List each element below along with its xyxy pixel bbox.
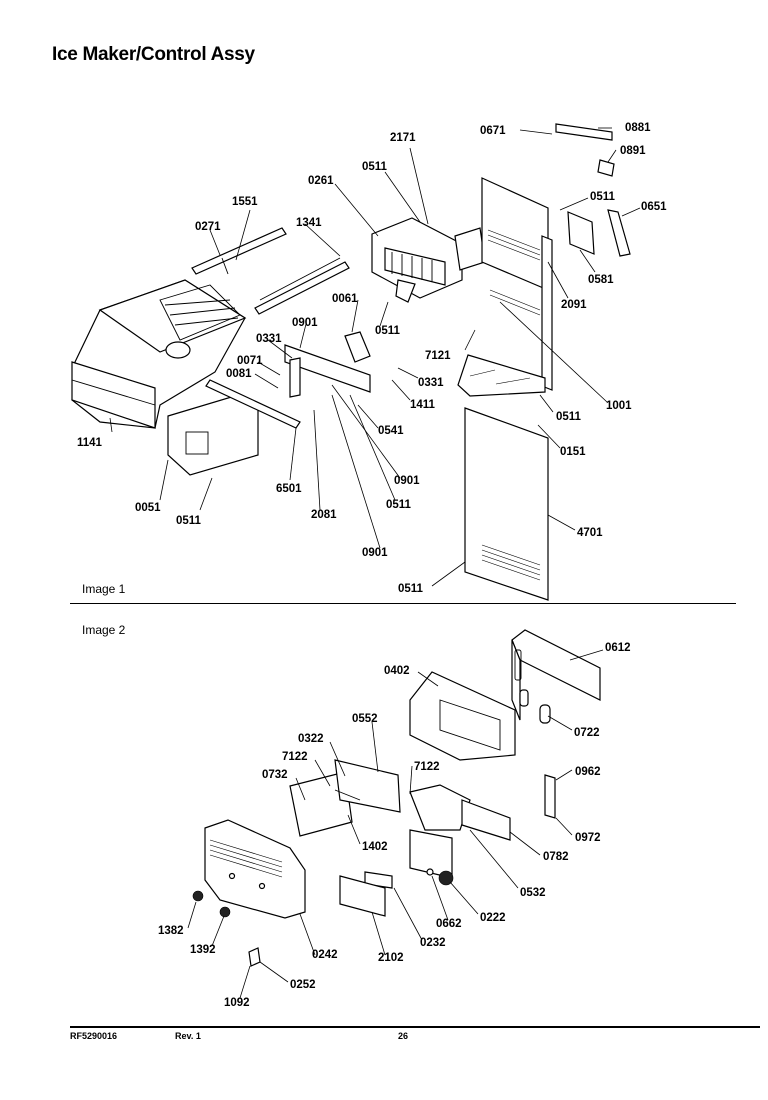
callout-0511-e: 0511 <box>386 499 412 511</box>
callout-0532: 0532 <box>520 887 546 899</box>
callout-0962: 0962 <box>575 766 601 778</box>
callout-2091: 2091 <box>561 299 587 311</box>
callout-7122-a: 7122 <box>282 751 308 763</box>
callout-0511-c: 0511 <box>375 325 401 337</box>
callout-0891: 0891 <box>620 145 646 157</box>
callout-4701: 4701 <box>577 527 603 539</box>
control-box <box>167 331 371 476</box>
leaders-image2 <box>187 649 604 999</box>
callout-0541: 0541 <box>378 425 404 437</box>
section-divider <box>70 603 736 604</box>
page-title: Ice Maker/Control Assy <box>52 44 255 65</box>
callout-0081: 0081 <box>226 368 252 380</box>
footer-rule <box>70 1026 760 1028</box>
callout-0782: 0782 <box>543 851 569 863</box>
callout-0552: 0552 <box>352 713 378 725</box>
dispenser-switch-assembly <box>289 759 511 917</box>
callout-0651: 0651 <box>641 201 667 213</box>
callout-1341: 1341 <box>296 217 322 229</box>
callout-0252: 0252 <box>290 979 316 991</box>
leaders-image1 <box>109 127 641 587</box>
callout-0612: 0612 <box>605 642 631 654</box>
callout-0511-b: 0511 <box>590 191 616 203</box>
callout-0322: 0322 <box>298 733 324 745</box>
callout-1382: 1382 <box>158 925 184 937</box>
ice-maker <box>371 217 486 303</box>
callout-0581: 0581 <box>588 274 614 286</box>
callout-1001: 1001 <box>606 400 632 412</box>
callout-0331-b: 0331 <box>418 377 444 389</box>
callout-0722: 0722 <box>574 727 600 739</box>
image-1-label: Image 1 <box>82 582 126 596</box>
callouts-image-2: 0612 0402 0722 0552 0322 7122 7122 0732 … <box>158 642 631 1009</box>
callout-0151: 0151 <box>560 446 586 458</box>
callout-0511-a: 0511 <box>362 161 388 173</box>
callout-0511-f: 0511 <box>176 515 202 527</box>
callout-2171: 2171 <box>390 132 416 144</box>
callout-0881: 0881 <box>625 122 651 134</box>
callout-7122-b: 7122 <box>414 761 440 773</box>
callout-0271: 0271 <box>195 221 221 233</box>
top-bracket <box>555 123 631 257</box>
callout-0242: 0242 <box>312 949 338 961</box>
ice-bin <box>71 279 247 429</box>
callout-0222: 0222 <box>480 912 506 924</box>
image-2-label: Image 2 <box>82 623 126 637</box>
callout-2081: 2081 <box>311 509 337 521</box>
callout-6501: 6501 <box>276 483 302 495</box>
callout-1141: 1141 <box>77 437 103 449</box>
front-panel <box>457 354 549 601</box>
callout-0732: 0732 <box>262 769 288 781</box>
callout-0071: 0071 <box>237 355 263 367</box>
callout-0901-c: 0901 <box>362 547 388 559</box>
footer-doc-number: RF5290016 <box>70 1031 118 1041</box>
callout-0402: 0402 <box>384 665 410 677</box>
dispenser-cover <box>192 819 306 967</box>
callout-0901-b: 0901 <box>394 475 420 487</box>
callout-7121: 7121 <box>425 350 451 362</box>
callouts-image-1: 0671 0881 0891 2171 0511 0261 0511 0651 … <box>77 122 667 595</box>
callout-0671: 0671 <box>480 125 506 137</box>
callout-0972: 0972 <box>575 832 601 844</box>
callout-0511-g: 0511 <box>398 583 424 595</box>
callout-2102: 2102 <box>378 952 404 964</box>
callout-0511-d: 0511 <box>556 411 582 423</box>
callout-0061: 0061 <box>332 293 358 305</box>
callout-1402: 1402 <box>362 841 388 853</box>
callout-0261: 0261 <box>308 175 334 187</box>
bin-rails <box>191 227 350 315</box>
callout-1092: 1092 <box>224 997 250 1009</box>
callout-1551: 1551 <box>232 196 258 208</box>
footer-page-number: 26 <box>398 1031 409 1041</box>
callout-0232: 0232 <box>420 937 446 949</box>
callout-0331-a: 0331 <box>256 333 282 345</box>
callout-0662: 0662 <box>436 918 462 930</box>
control-housing-bracket <box>409 629 601 819</box>
callout-0901-a: 0901 <box>292 317 318 329</box>
footer-revision: Rev. 1 <box>175 1031 201 1041</box>
callout-1411: 1411 <box>410 399 436 411</box>
callout-0051: 0051 <box>135 502 161 514</box>
callout-1392: 1392 <box>190 944 216 956</box>
back-panel <box>481 177 553 391</box>
